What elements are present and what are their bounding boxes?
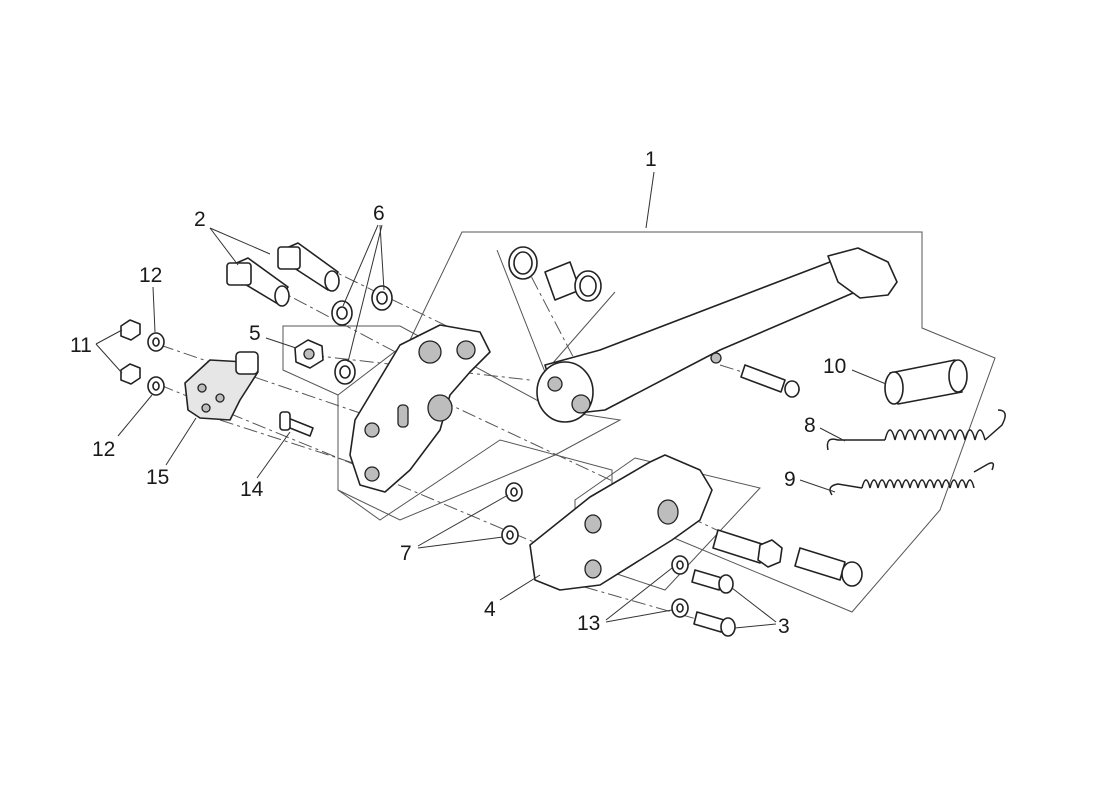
callout-11: 11 (70, 334, 92, 357)
side-stand-leg (536, 247, 898, 423)
leader-14 (256, 431, 291, 479)
washers-13 (671, 555, 689, 618)
washers-6 (331, 285, 393, 385)
leader-12-top (152, 286, 156, 333)
callout-3: 3 (778, 615, 790, 638)
leader-12-bottom (117, 394, 153, 437)
leader-5 (265, 337, 297, 349)
nut-5 (294, 339, 324, 369)
leader-9 (799, 479, 836, 493)
bolt-lower (226, 257, 290, 307)
nuts-11 (120, 319, 141, 385)
leader-7a (417, 494, 509, 547)
pivot-spacer (712, 529, 783, 568)
leader-11b (95, 343, 123, 374)
washers-12 (147, 332, 165, 396)
callout-4: 4 (484, 598, 496, 621)
callout-1: 1 (645, 148, 657, 171)
callout-14: 14 (240, 478, 264, 501)
leader-13a (605, 567, 673, 621)
leader-2a (209, 227, 271, 255)
leader-6b (379, 224, 385, 291)
callout-8: 8 (804, 414, 816, 437)
leader-10 (851, 369, 887, 385)
leader-4 (499, 574, 541, 601)
callout-9: 9 (784, 468, 796, 491)
leader-3a (731, 587, 777, 623)
pivot-bolt (794, 547, 863, 587)
axis-pin-14 (219, 419, 376, 471)
stand-mounting-bracket (349, 324, 491, 493)
leader-15 (165, 417, 197, 466)
spring-9 (829, 462, 995, 496)
small-washers-7 (501, 482, 523, 545)
leader-11a (95, 329, 123, 345)
axis-switch-lower (159, 384, 381, 476)
axis-pivot (439, 399, 771, 556)
spring-stud (740, 364, 800, 398)
leader-6a (342, 224, 379, 307)
screws-3 (691, 569, 736, 637)
leader-3b (734, 623, 777, 629)
callout-10: 10 (823, 355, 846, 378)
callout-12-bottom: 12 (92, 438, 115, 461)
stand-switch-15 (184, 351, 259, 421)
pivot-bushing-set (508, 246, 602, 302)
cover-plate-4 (529, 454, 713, 591)
leader-1 (645, 171, 655, 229)
leader-13b (605, 609, 673, 623)
leader-2b (209, 227, 239, 266)
bolt-upper (277, 242, 340, 292)
spring-8 (826, 409, 1006, 451)
leader-8 (819, 427, 846, 442)
callout-5: 5 (249, 322, 261, 345)
leader-6c (347, 224, 383, 363)
callout-12-top: 12 (139, 264, 162, 287)
callout-6: 6 (373, 202, 385, 225)
callout-2: 2 (194, 208, 206, 231)
callout-15: 15 (146, 466, 169, 489)
leader-7b (417, 536, 504, 549)
callout-7: 7 (400, 542, 412, 565)
pin-14 (279, 411, 314, 437)
rubber-sleeve-10 (884, 359, 968, 405)
axis-bushing (519, 254, 581, 371)
group-bracket-outline (282, 325, 622, 521)
callout-13: 13 (577, 612, 600, 635)
